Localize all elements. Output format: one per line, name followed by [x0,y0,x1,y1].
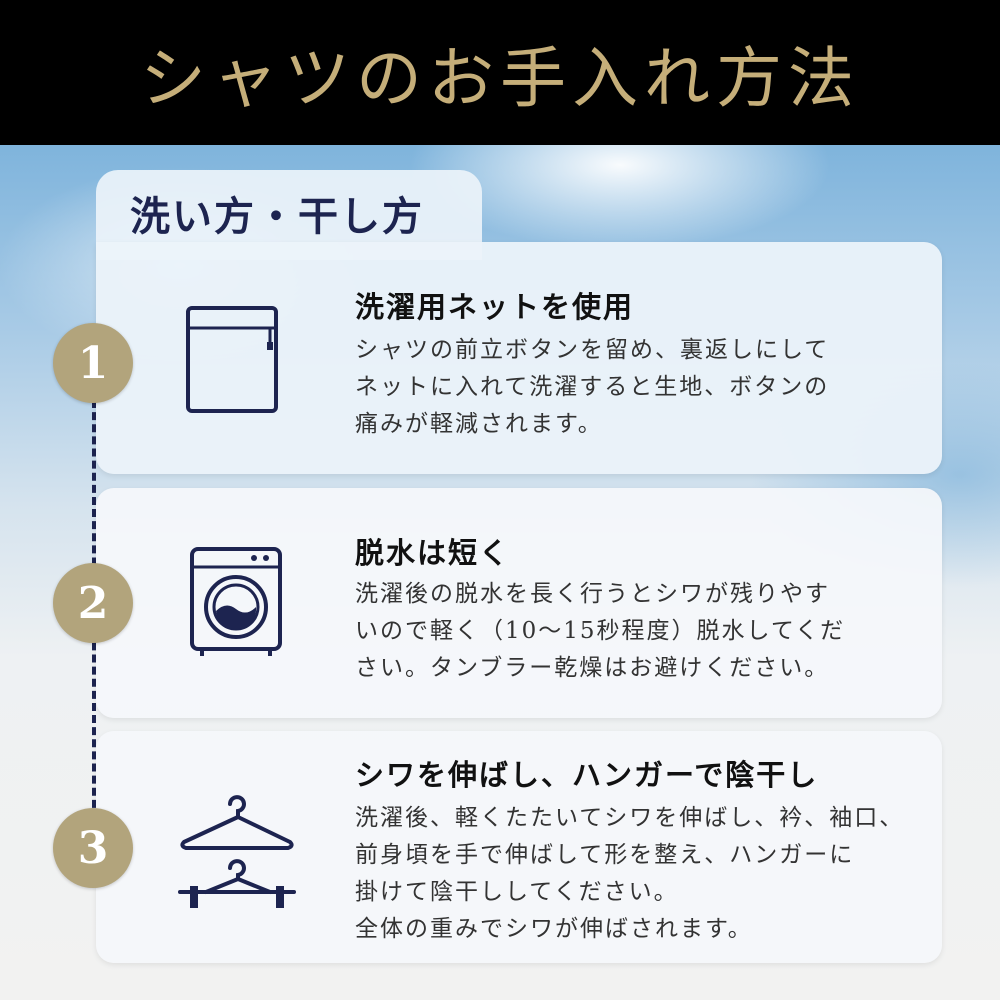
step-title-1: 洗濯用ネットを使用 [355,290,635,324]
section-tab-label: 洗い方・干し方 [130,193,424,240]
step-description-2: 洗濯後の脱水を長く行うとシワが残りやす いので軽く（10〜15秒程度）脱水してく… [355,576,845,687]
step-description-line: 洗濯後、軽くたたいてシワを伸ばし、衿、袖口、 [355,805,905,831]
hanger-icon [178,795,296,908]
laundry-net-icon [186,306,278,413]
step-description-line: シャツの前立ボタンを留め、裏返しにして [355,337,830,363]
step-description-line: 洗濯後の脱水を長く行うとシワが残りやす [355,581,830,607]
step-description-1: シャツの前立ボタンを留め、裏返しにして ネットに入れて洗濯すると生地、ボタンの … [355,332,829,443]
step-description-line: 痛みが軽減されます。 [355,411,603,437]
step-description-line: さい。タンブラー乾燥はお避けください。 [355,655,830,681]
step-description-line: ネットに入れて洗濯すると生地、ボタンの [355,374,830,400]
washing-machine-icon [190,547,282,656]
step-title-3: シワを伸ばし、ハンガーで陰干し [355,758,819,792]
step-description-line: 前身頃を手で伸ばして形を整え、ハンガーに [355,842,855,868]
page-title: シャツのお手入れ方法 [140,39,860,117]
header-bar: シャツのお手入れ方法 [0,0,1000,145]
step-description-3: 洗濯後、軽くたたいてシワを伸ばし、衿、袖口、 前身頃を手で伸ばして形を整え、ハン… [355,800,904,948]
step-description-line: 掛けて陰干ししてください。 [355,879,679,905]
step-card-2 [96,488,942,718]
step-description-line: 全体の重みでシワが伸ばされます。 [355,916,753,942]
step-number-badge-1: 1 [53,323,133,403]
step-description-line: いので軽く（10〜15秒程度）脱水してくだ [355,618,846,644]
step-number-badge-2: 2 [53,563,133,643]
step-card-1 [96,242,942,474]
step-number-badge-3: 3 [53,808,133,888]
step-title-2: 脱水は短く [355,536,511,570]
